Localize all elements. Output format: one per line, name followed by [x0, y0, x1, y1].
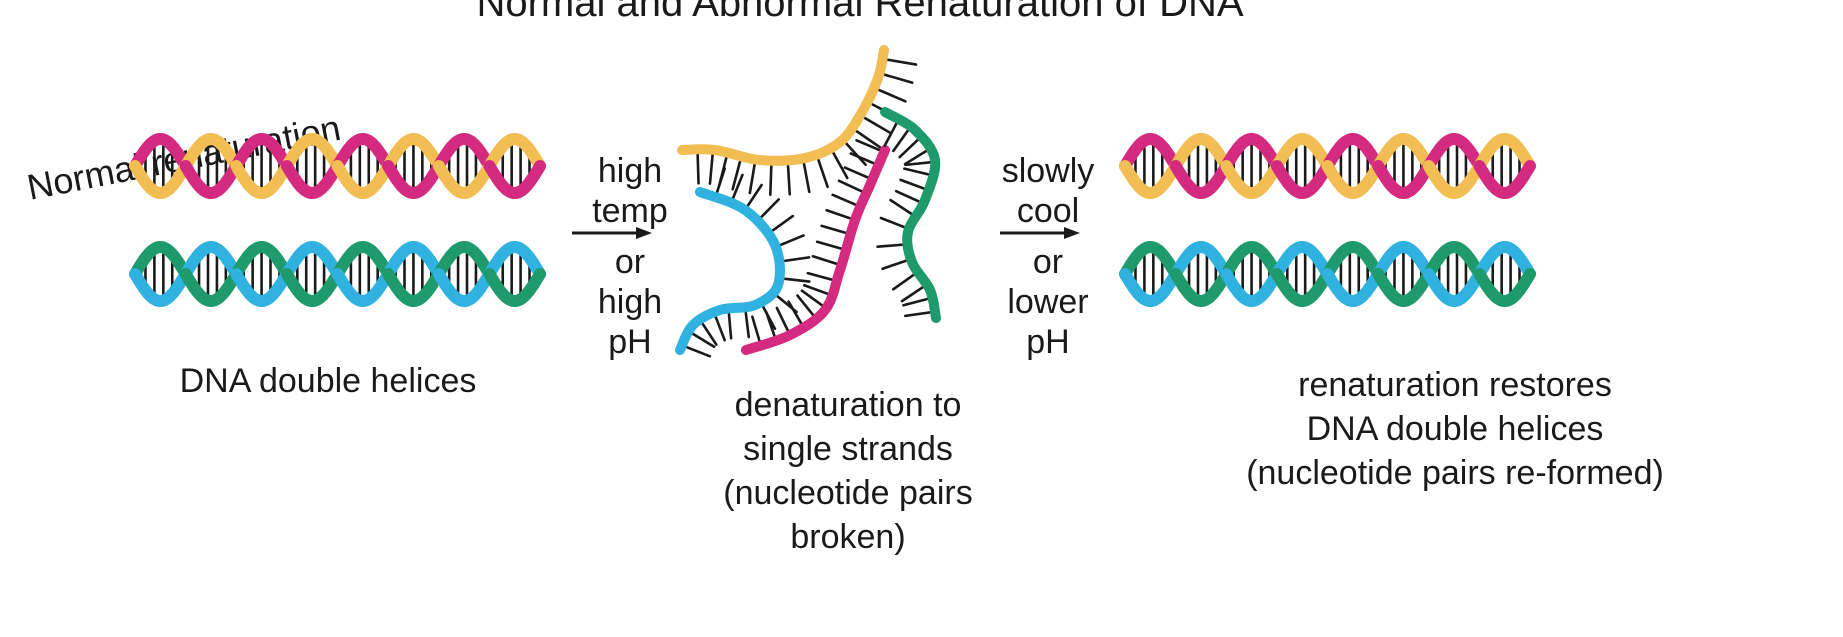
step2-line-4: lower — [1007, 283, 1088, 321]
stage1-helices — [129, 133, 546, 307]
stage3-caption-line-3: (nucleotide pairs re-formed) — [1246, 454, 1664, 492]
stage2-caption-line-4: broken) — [790, 518, 905, 556]
step2-line-5: pH — [1026, 323, 1069, 361]
dna-single-strand-icon — [675, 167, 811, 358]
stage2-caption-line-3: (nucleotide pairs — [723, 474, 972, 512]
dna-double-helix-icon — [1119, 241, 1536, 307]
dna-single-strand-icon — [677, 45, 918, 196]
stage2-caption-line-2: single strands — [743, 430, 953, 468]
step1-line-1: high — [598, 152, 662, 190]
step1-label: high temp or high pH — [592, 152, 668, 361]
right-arrow-icon — [1000, 227, 1080, 239]
stage2-single-strands — [675, 45, 941, 358]
step2-line-1: slowly — [1002, 152, 1095, 190]
right-arrow-icon — [572, 227, 652, 239]
dna-double-helix-icon — [129, 241, 546, 307]
stage3-caption-line-1: renaturation restores — [1298, 366, 1612, 404]
step1-line-2: temp — [592, 192, 668, 230]
dna-single-strand-icon — [876, 107, 941, 323]
step1-line-4: high — [598, 283, 662, 321]
cut-title: Normal and Abnormal Renaturation of DNA — [476, 0, 1243, 25]
stage2-caption: denaturation to single strands (nucleoti… — [723, 386, 972, 556]
step2-line-2: cool — [1017, 192, 1079, 230]
step2-line-3: or — [1033, 243, 1063, 281]
stage3-caption: renaturation restores DNA double helices… — [1246, 366, 1664, 492]
base-ticks — [696, 57, 918, 196]
step1-line-5: pH — [608, 323, 651, 361]
stage1-caption: DNA double helices — [180, 362, 477, 400]
dna-double-helix-icon — [1119, 133, 1536, 199]
dna-double-helix-icon — [129, 133, 546, 199]
dna-single-strand-icon — [741, 138, 890, 355]
step2-label: slowly cool or lower pH — [1002, 152, 1095, 361]
stage3-helices — [1119, 133, 1536, 307]
stage2-caption-line-1: denaturation to — [735, 386, 962, 424]
stage3-caption-line-2: DNA double helices — [1307, 410, 1604, 448]
step1-line-3: or — [615, 243, 645, 281]
